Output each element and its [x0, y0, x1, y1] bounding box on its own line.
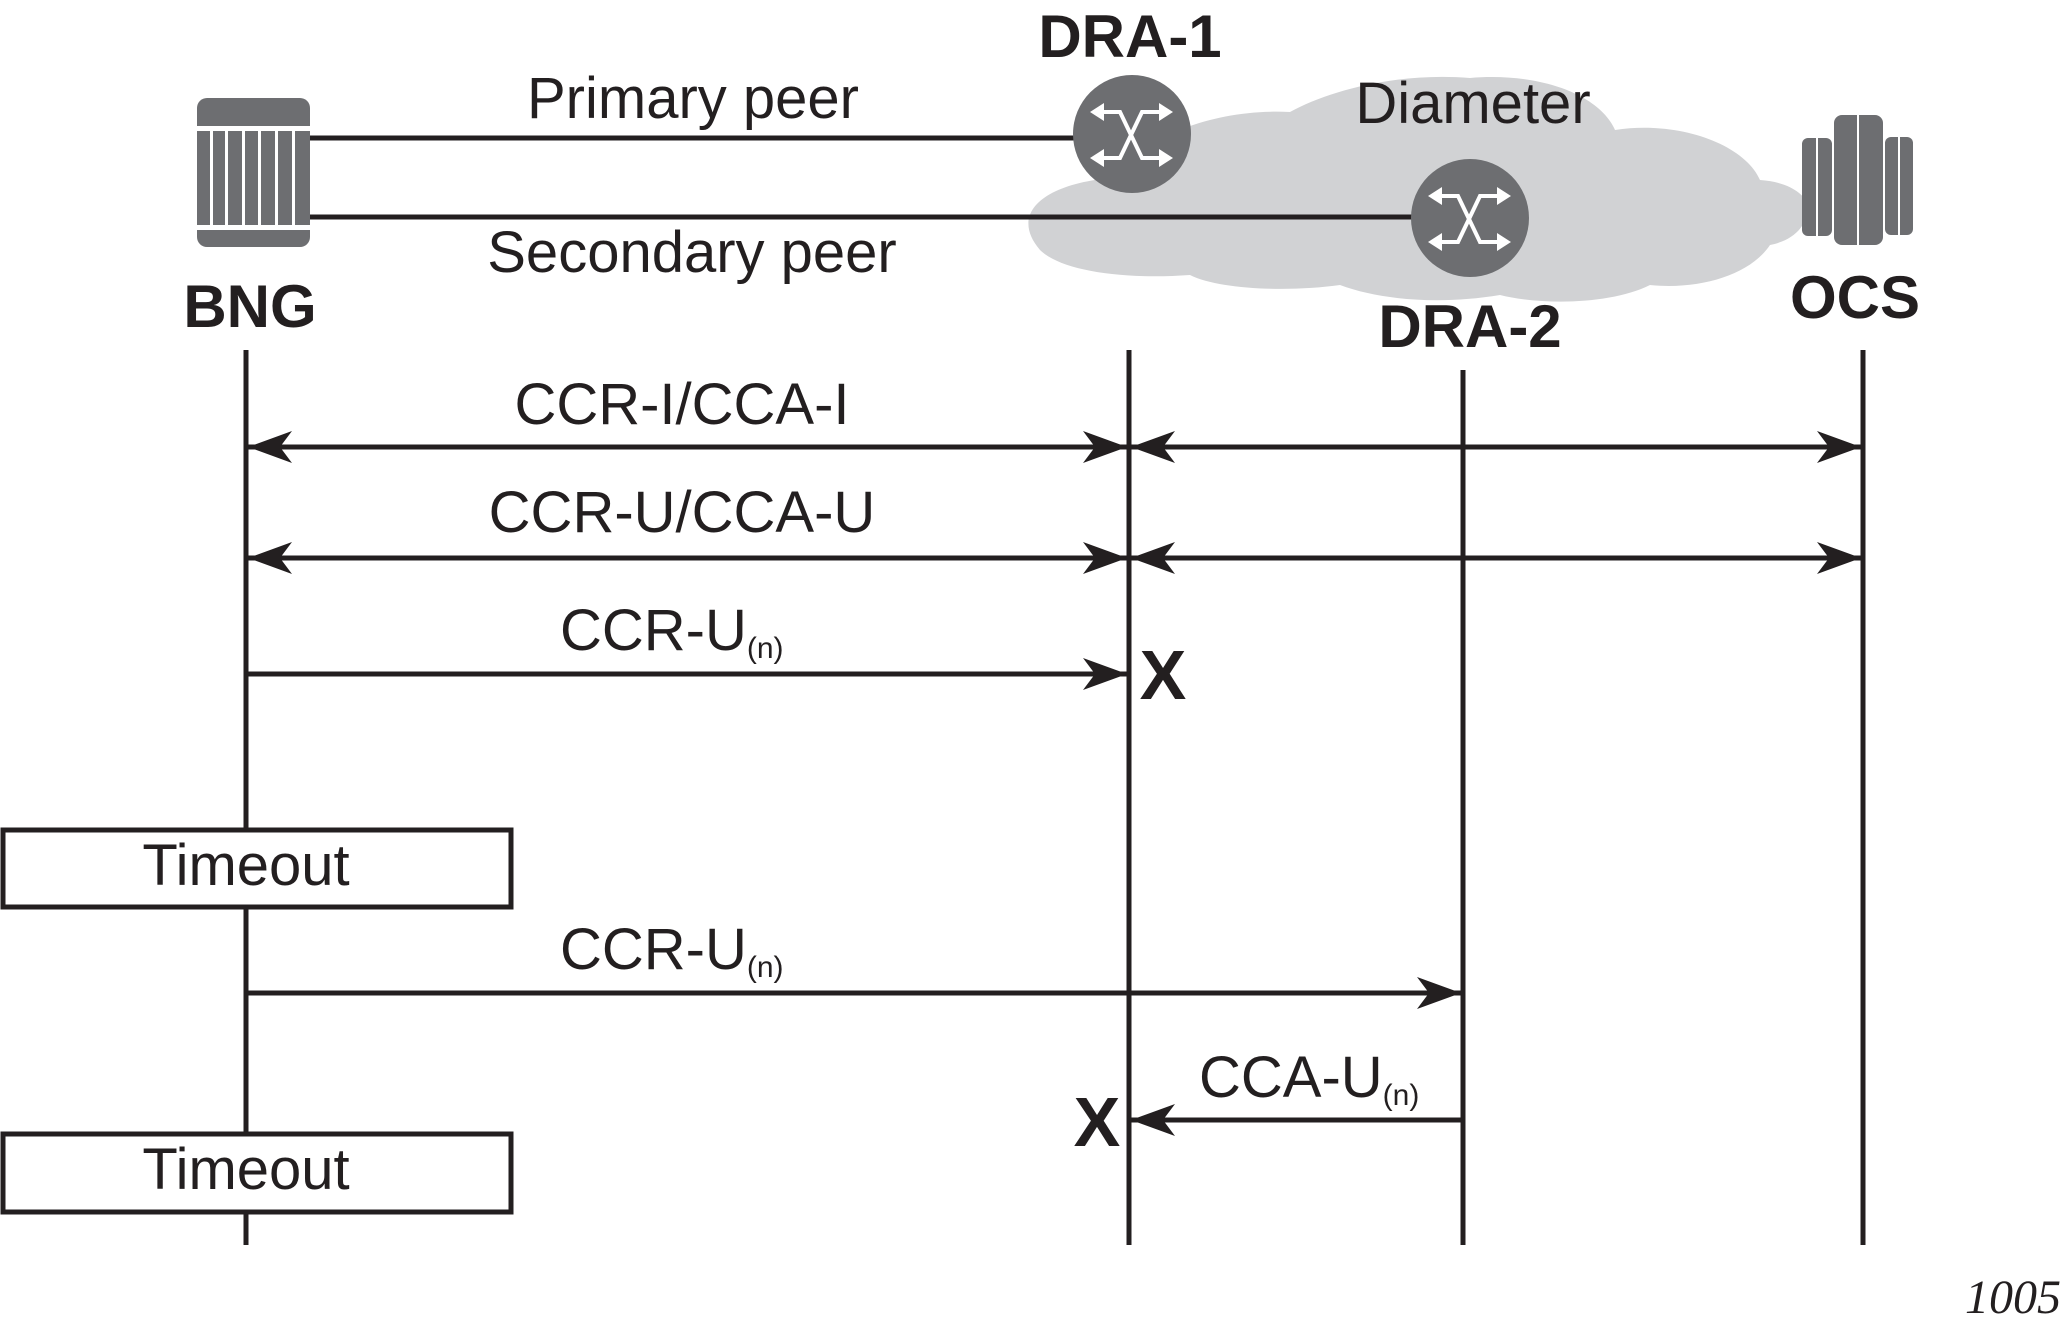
timeout-label: Timeout — [142, 1137, 349, 1202]
arrowhead — [1083, 658, 1127, 690]
message-label: CCR-U(n) — [560, 598, 784, 665]
message-label: CCR-I/CCA-I — [514, 372, 849, 437]
switch-router-icon — [1411, 159, 1529, 277]
server-icon — [1802, 115, 1913, 245]
arrowhead — [1817, 542, 1861, 574]
timeout-box: Timeout — [0, 1131, 514, 1215]
arrowhead — [1817, 431, 1861, 463]
router-chassis-icon — [197, 98, 310, 247]
arrowhead — [1131, 1104, 1175, 1136]
cloud-label: Diameter — [1355, 71, 1590, 136]
node-label-dra2: DRA-2 — [1378, 293, 1561, 360]
diameter-cloud: Diameter — [1028, 71, 1808, 302]
arrowhead — [1131, 431, 1175, 463]
messages — [246, 431, 1863, 1136]
secondary-peer-label: Secondary peer — [487, 220, 896, 285]
arrowhead — [1083, 542, 1127, 574]
primary-peer-label: Primary peer — [527, 66, 859, 131]
timeout-box: Timeout — [0, 827, 514, 910]
arrowhead — [248, 431, 292, 463]
message-subscript: (n) — [747, 951, 784, 984]
drop-mark: X — [1074, 1083, 1121, 1161]
message-label: CCA-U(n) — [1199, 1045, 1419, 1112]
figure-number: 1005 — [1965, 1271, 2061, 1324]
message-label: CCR-U/CCA-U — [489, 480, 876, 545]
node-label-bng: BNG — [183, 273, 316, 340]
node-label-ocs: OCS — [1790, 264, 1920, 331]
switch-router-icon — [1073, 75, 1191, 193]
message-subscript: (n) — [747, 632, 784, 665]
message-label: CCR-U(n) — [560, 917, 784, 984]
arrowhead — [248, 542, 292, 574]
timeout-label: Timeout — [142, 833, 349, 898]
node-label-dra1: DRA-1 — [1038, 3, 1221, 70]
arrowhead — [1417, 977, 1461, 1009]
message-subscript: (n) — [1383, 1079, 1420, 1112]
arrowhead — [1083, 431, 1127, 463]
arrowhead — [1131, 542, 1175, 574]
drop-mark: X — [1140, 636, 1187, 714]
